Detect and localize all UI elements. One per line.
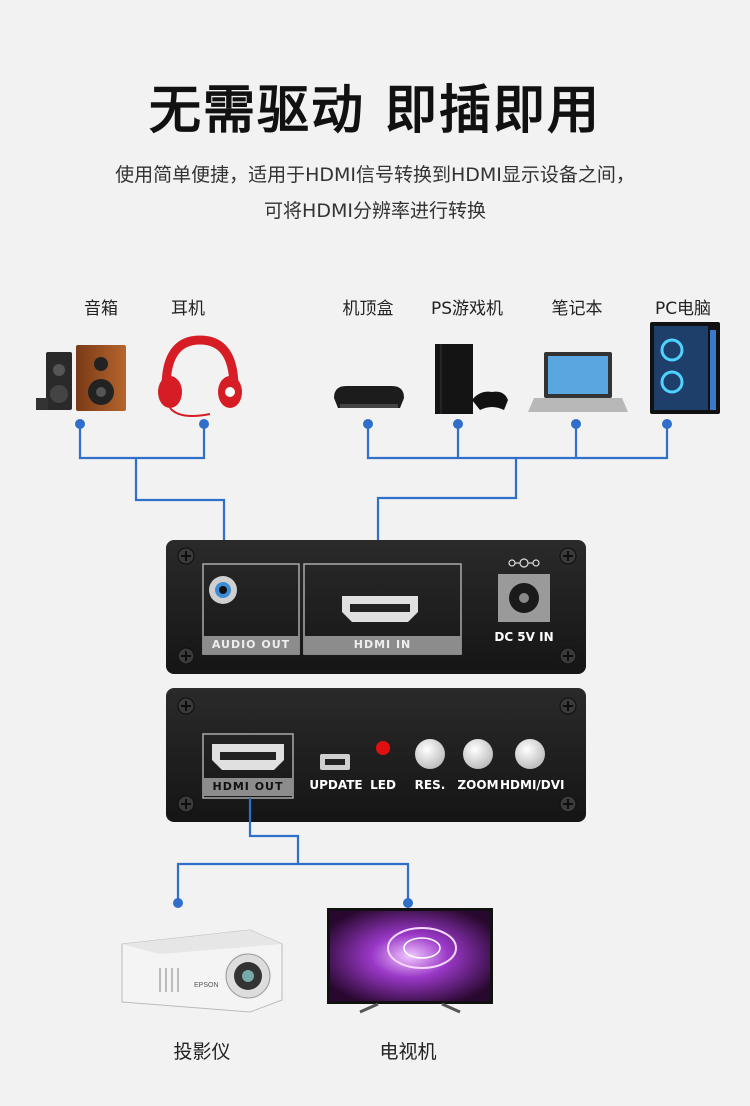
pc-label: PC电脑: [654, 299, 712, 319]
tv-label: 电视机: [379, 1041, 437, 1063]
output-connector-lines: [176, 798, 410, 903]
back-panel: [166, 688, 586, 822]
headphones-icon: [158, 335, 242, 417]
hdmi-dvi-button[interactable]: [515, 739, 545, 769]
tv-icon: [327, 908, 493, 1014]
ps-console-icon: [435, 344, 508, 414]
projector-icon: [121, 929, 283, 1013]
led-label: LED: [370, 778, 396, 792]
laptop-icon: [528, 352, 628, 412]
speaker-icon: [36, 345, 126, 411]
res-label: RES.: [414, 778, 446, 792]
subtitle-line-1: 使用简单便捷，适用于HDMI信号转换到HDMI显示设备之间，: [115, 164, 635, 186]
res-button[interactable]: [415, 739, 445, 769]
hdmi-out-label: HDMI OUT: [212, 780, 284, 793]
ps-console-label: PS游戏机: [430, 299, 504, 319]
dc-polarity-icon: [508, 558, 540, 568]
headphones-label: 耳机: [171, 299, 205, 319]
page-title: 无需驱动 即插即用: [148, 81, 602, 141]
settop-box-label: 机顶盒: [342, 299, 394, 319]
update-label: UPDATE: [309, 778, 363, 792]
subtitle-line-2: 可将HDMI分辨率进行转换: [264, 200, 486, 222]
hdmi-dvi-label: HDMI/DVI: [500, 778, 565, 792]
audio-out-label: AUDIO OUT: [211, 638, 291, 651]
led-indicator-icon: [376, 741, 390, 755]
settop-box-icon: [334, 386, 404, 408]
projector-label: 投影仪: [173, 1041, 231, 1063]
speaker-label: 音箱: [84, 299, 118, 319]
hdmi-in-label: HDMI IN: [353, 638, 412, 651]
output-connector-dots: [173, 898, 413, 908]
zoom-button[interactable]: [463, 739, 493, 769]
pc-icon: [650, 322, 720, 414]
dc-in-label: DC 5V IN: [494, 630, 554, 644]
projector-brand-label: EPSON: [194, 982, 219, 989]
laptop-label: 笔记本: [551, 299, 603, 319]
zoom-label: ZOOM: [457, 778, 499, 792]
input-connector-dots: [75, 419, 672, 429]
front-panel: [166, 540, 586, 674]
